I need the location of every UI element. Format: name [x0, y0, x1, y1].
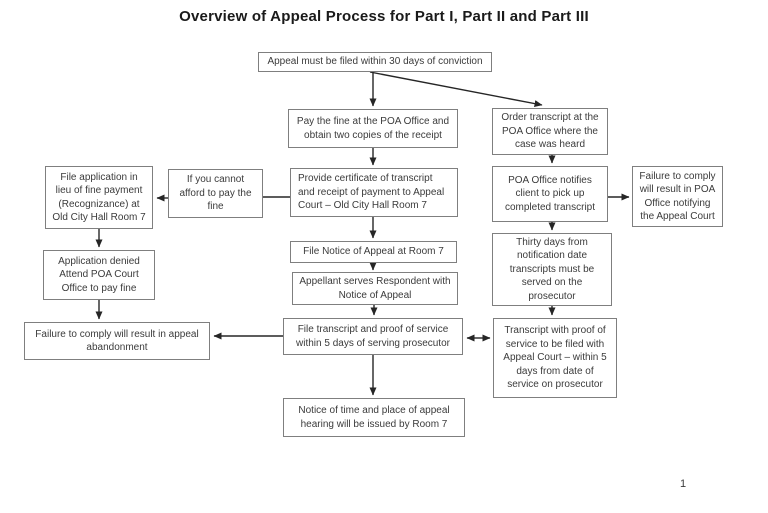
flow-box-appellant-serves: Appellant serves Respondent with Notice …: [292, 272, 458, 305]
flow-box-thirty-days: Thirty days from notification date trans…: [492, 233, 612, 306]
flow-box-file-notice: File Notice of Appeal at Room 7: [290, 241, 457, 263]
flow-box-transcript-proof: Transcript with proof of service to be f…: [493, 318, 617, 398]
flow-box-failure-abandonment: Failure to comply will result in appeal …: [24, 322, 210, 360]
flow-box-cannot-afford: If you cannot afford to pay the fine: [168, 169, 263, 218]
flow-box-poa-notifies: POA Office notifies client to pick up co…: [492, 166, 608, 222]
flow-box-file-application: File application in lieu of fine payment…: [45, 166, 153, 229]
flow-box-order-transcript: Order transcript at the POA Office where…: [492, 108, 608, 155]
page-number: 1: [680, 478, 687, 490]
flow-box-file-transcript: File transcript and proof of service wit…: [283, 318, 463, 355]
page-title: Overview of Appeal Process for Part I, P…: [179, 8, 589, 25]
flow-box-notice-hearing: Notice of time and place of appeal heari…: [283, 398, 465, 437]
flow-box-pay-fine: Pay the fine at the POA Office and obtai…: [288, 109, 458, 148]
flow-box-appeal-filed: Appeal must be filed within 30 days of c…: [258, 52, 492, 72]
arrow-appeal-to-ordertranscript: [369, 71, 543, 108]
flow-box-failure-poa-notify: Failure to comply will result in POA Off…: [632, 166, 723, 227]
flow-box-provide-certificate: Provide certificate of transcript and re…: [290, 168, 458, 217]
flow-box-application-denied: Application denied Attend POA Court Offi…: [43, 250, 155, 300]
